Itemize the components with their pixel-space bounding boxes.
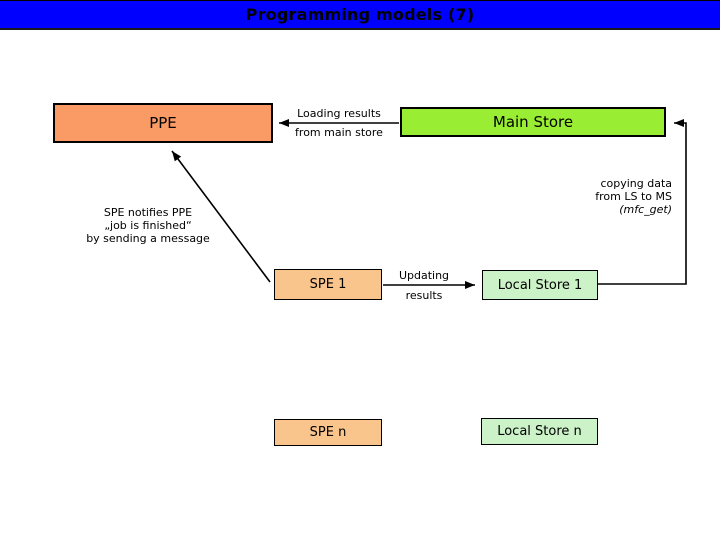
label-updating-results-line2: results	[405, 289, 443, 302]
box-spe-1-label: SPE 1	[309, 277, 347, 292]
box-ppe-label: PPE	[149, 114, 177, 132]
label-loading-results-line2: from main store	[295, 126, 383, 139]
label-spe-notifies-line1: SPE notifies PPE	[103, 206, 193, 219]
page-title: Programming models (7)	[245, 5, 475, 24]
label-loading-results: Loading results from main store	[283, 107, 395, 139]
label-spe-notifies: SPE notifies PPE „job is finished“ by se…	[73, 206, 223, 245]
label-copying-data: copying data from LS to MS (mfc_get)	[595, 177, 672, 216]
box-local-store-1: Local Store 1	[482, 270, 598, 300]
box-spe-n-label: SPE n	[309, 425, 347, 440]
box-local-store-n: Local Store n	[481, 418, 598, 445]
label-spe-notifies-line2: „job is finished“	[104, 219, 192, 232]
box-main-store-label: Main Store	[492, 113, 574, 131]
box-main-store: Main Store	[400, 107, 666, 137]
label-loading-results-line1: Loading results	[297, 107, 381, 120]
label-updating-results-line1: Updating	[398, 269, 450, 282]
label-spe-notifies-line3: by sending a message	[86, 232, 210, 245]
box-ppe: PPE	[53, 103, 273, 143]
box-local-store-n-label: Local Store n	[497, 424, 582, 439]
label-copying-data-line1: copying data	[600, 177, 672, 190]
label-copying-data-line3: (mfc_get)	[619, 203, 672, 216]
label-copying-data-line2: from LS to MS	[595, 190, 672, 203]
box-spe-n: SPE n	[274, 419, 382, 446]
box-spe-1: SPE 1	[274, 269, 382, 300]
box-local-store-1-label: Local Store 1	[497, 277, 583, 293]
title-bar: Programming models (7)	[0, 0, 720, 30]
label-updating-results: Updating results	[392, 269, 456, 302]
